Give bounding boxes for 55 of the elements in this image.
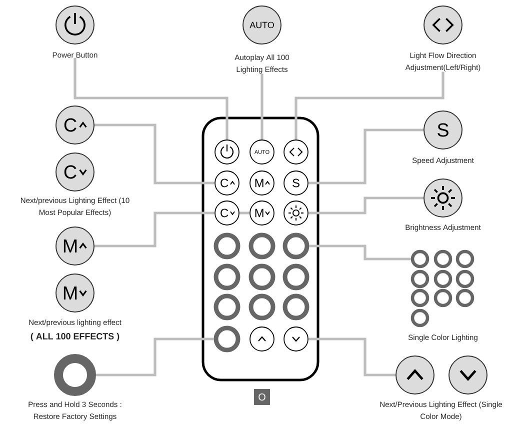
button: S bbox=[424, 110, 462, 150]
color-button bbox=[214, 294, 240, 320]
remote-button: M bbox=[250, 200, 274, 226]
color-button bbox=[434, 250, 452, 268]
color-button bbox=[248, 294, 276, 320]
button bbox=[448, 356, 488, 394]
color-button bbox=[410, 288, 430, 308]
color-button bbox=[456, 288, 474, 308]
color-button bbox=[410, 308, 430, 328]
button: C bbox=[56, 106, 94, 144]
color-button bbox=[248, 232, 276, 260]
remote-button bbox=[214, 140, 240, 164]
remote-button: C bbox=[214, 200, 240, 226]
color-button bbox=[434, 270, 452, 288]
tag-box: O bbox=[254, 389, 270, 405]
color-button bbox=[410, 270, 430, 288]
button: AUTO bbox=[242, 6, 282, 44]
button bbox=[424, 178, 462, 218]
button: C bbox=[56, 152, 94, 192]
leader-line bbox=[74, 58, 228, 140]
leader-line bbox=[94, 212, 215, 248]
button: M bbox=[56, 226, 94, 266]
leader-line bbox=[308, 128, 424, 184]
button: M bbox=[56, 274, 94, 312]
leader-line bbox=[260, 74, 264, 140]
remote-button: M bbox=[250, 170, 274, 196]
color-button bbox=[282, 294, 310, 320]
leader-line bbox=[294, 72, 444, 140]
color-button bbox=[282, 264, 310, 290]
remote-button bbox=[284, 326, 308, 352]
button bbox=[424, 6, 462, 44]
color-button bbox=[410, 250, 430, 268]
button bbox=[396, 356, 434, 394]
leader-line bbox=[308, 196, 424, 214]
remote-button bbox=[250, 326, 274, 352]
leader-line bbox=[239, 212, 250, 214]
reset-button bbox=[54, 354, 96, 396]
node-label: ( ALL 100 EFFECTS ) bbox=[30, 332, 120, 342]
color-button bbox=[456, 250, 474, 268]
color-button bbox=[214, 232, 240, 260]
color-button bbox=[456, 270, 474, 288]
color-button bbox=[282, 232, 310, 260]
leader-line bbox=[308, 338, 396, 376]
color-button bbox=[434, 288, 452, 308]
leader-line bbox=[96, 338, 214, 376]
remote-button bbox=[284, 140, 308, 164]
leader-line bbox=[309, 244, 411, 260]
remote-button: S bbox=[284, 170, 308, 196]
color-button bbox=[214, 264, 240, 290]
color-button bbox=[214, 326, 240, 352]
button bbox=[56, 6, 94, 44]
remote-button bbox=[284, 200, 308, 226]
color-button bbox=[248, 264, 276, 290]
remote-button: C bbox=[214, 170, 240, 196]
leader-line bbox=[94, 124, 215, 184]
